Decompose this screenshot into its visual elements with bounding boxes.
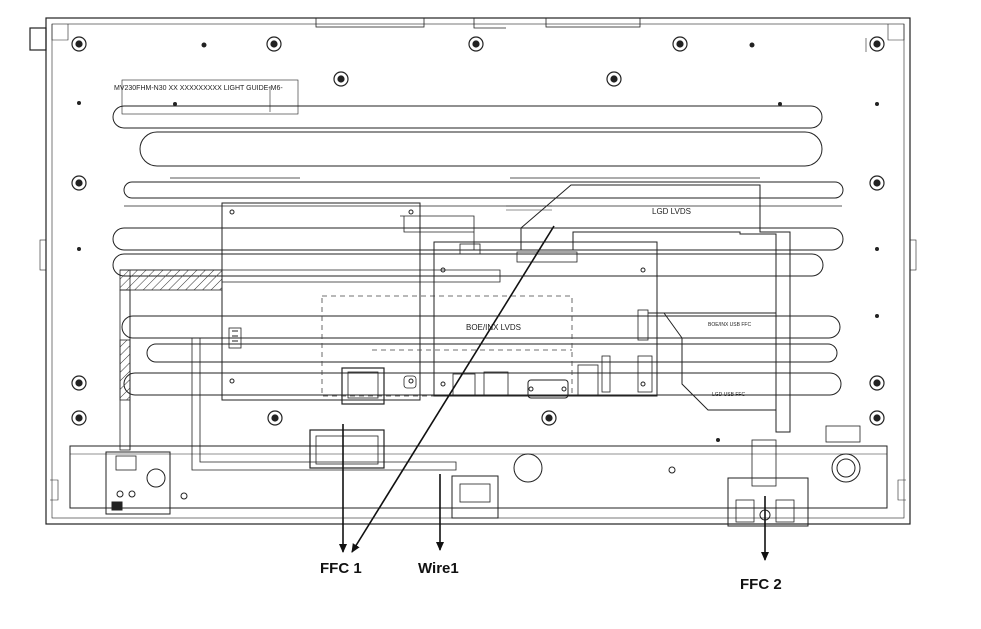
callout-arrows [339, 225, 769, 561]
boe-inx-usb-ffc-label: BOE/INX USB FFC [708, 322, 751, 328]
model-label-box [121, 79, 299, 115]
boe-inx-lvds-label: BOE/INX LVDS [466, 323, 521, 332]
wire1-callout-label: Wire1 [418, 560, 459, 577]
model-label: MV230FHM-N30 XX XXXXXXXXX LIGHT GUIDE-M6… [114, 85, 283, 92]
mounting-screws [71, 36, 885, 442]
boe-inx-pcb [433, 241, 658, 399]
bottom-bracket [69, 425, 888, 527]
lgd-lvds-label: LGD LVDS [652, 207, 691, 216]
left-pcb [221, 202, 481, 405]
ffc2-callout-label: FFC 2 [740, 576, 782, 593]
dashed-keepout-area [321, 295, 573, 397]
ffc1-arrow-diagonal [351, 225, 555, 553]
ffc1-callout-label: FFC 1 [320, 560, 362, 577]
lgd-usb-ffc-label: LGD USB FFC [712, 392, 745, 398]
left-cable-channel [119, 269, 501, 471]
usb-ffc [648, 312, 777, 487]
